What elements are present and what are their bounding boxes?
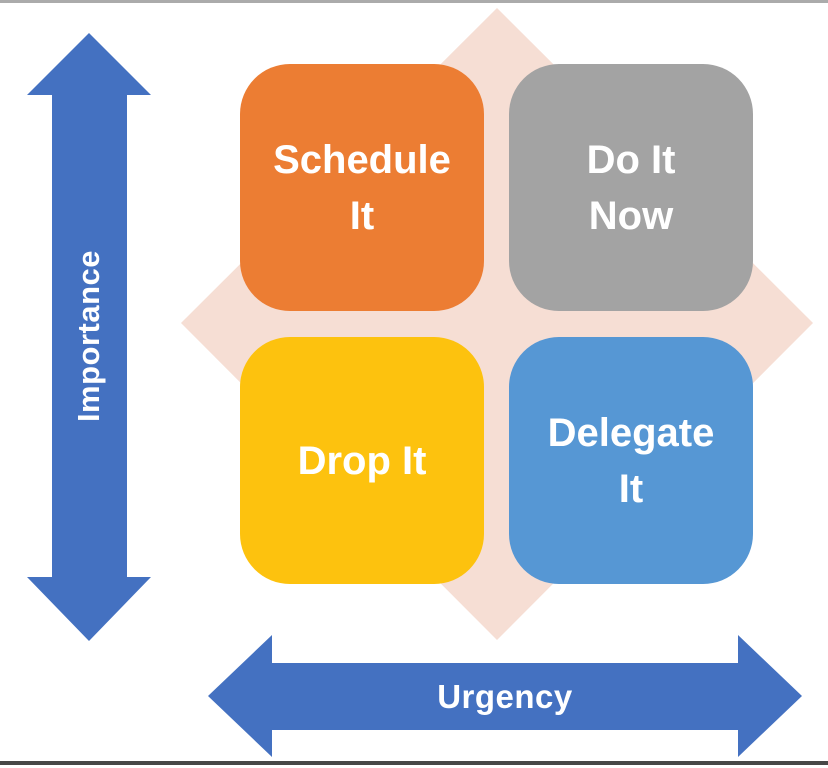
top-border-line	[0, 0, 828, 3]
importance-axis-arrow	[27, 33, 151, 641]
quadrant-schedule-it-label: Schedule It	[273, 137, 451, 238]
quadrant-do-it-now-label: Do It Now	[586, 137, 676, 238]
bottom-border-line	[0, 761, 828, 765]
importance-axis-label: Importance	[71, 249, 106, 423]
quadrant-drop-it-label: Drop It	[297, 438, 427, 483]
quadrant-delegate-it: Delegate It	[509, 337, 753, 584]
urgency-axis-label: Urgency	[437, 678, 573, 715]
quadrant-delegate-it-label: Delegate It	[547, 410, 715, 511]
quadrant-do-it-now: Do It Now	[509, 64, 753, 311]
urgency-axis-arrow	[208, 635, 802, 757]
quadrant-drop-it: Drop It	[240, 337, 484, 584]
quadrant-schedule-it: Schedule It	[240, 64, 484, 311]
